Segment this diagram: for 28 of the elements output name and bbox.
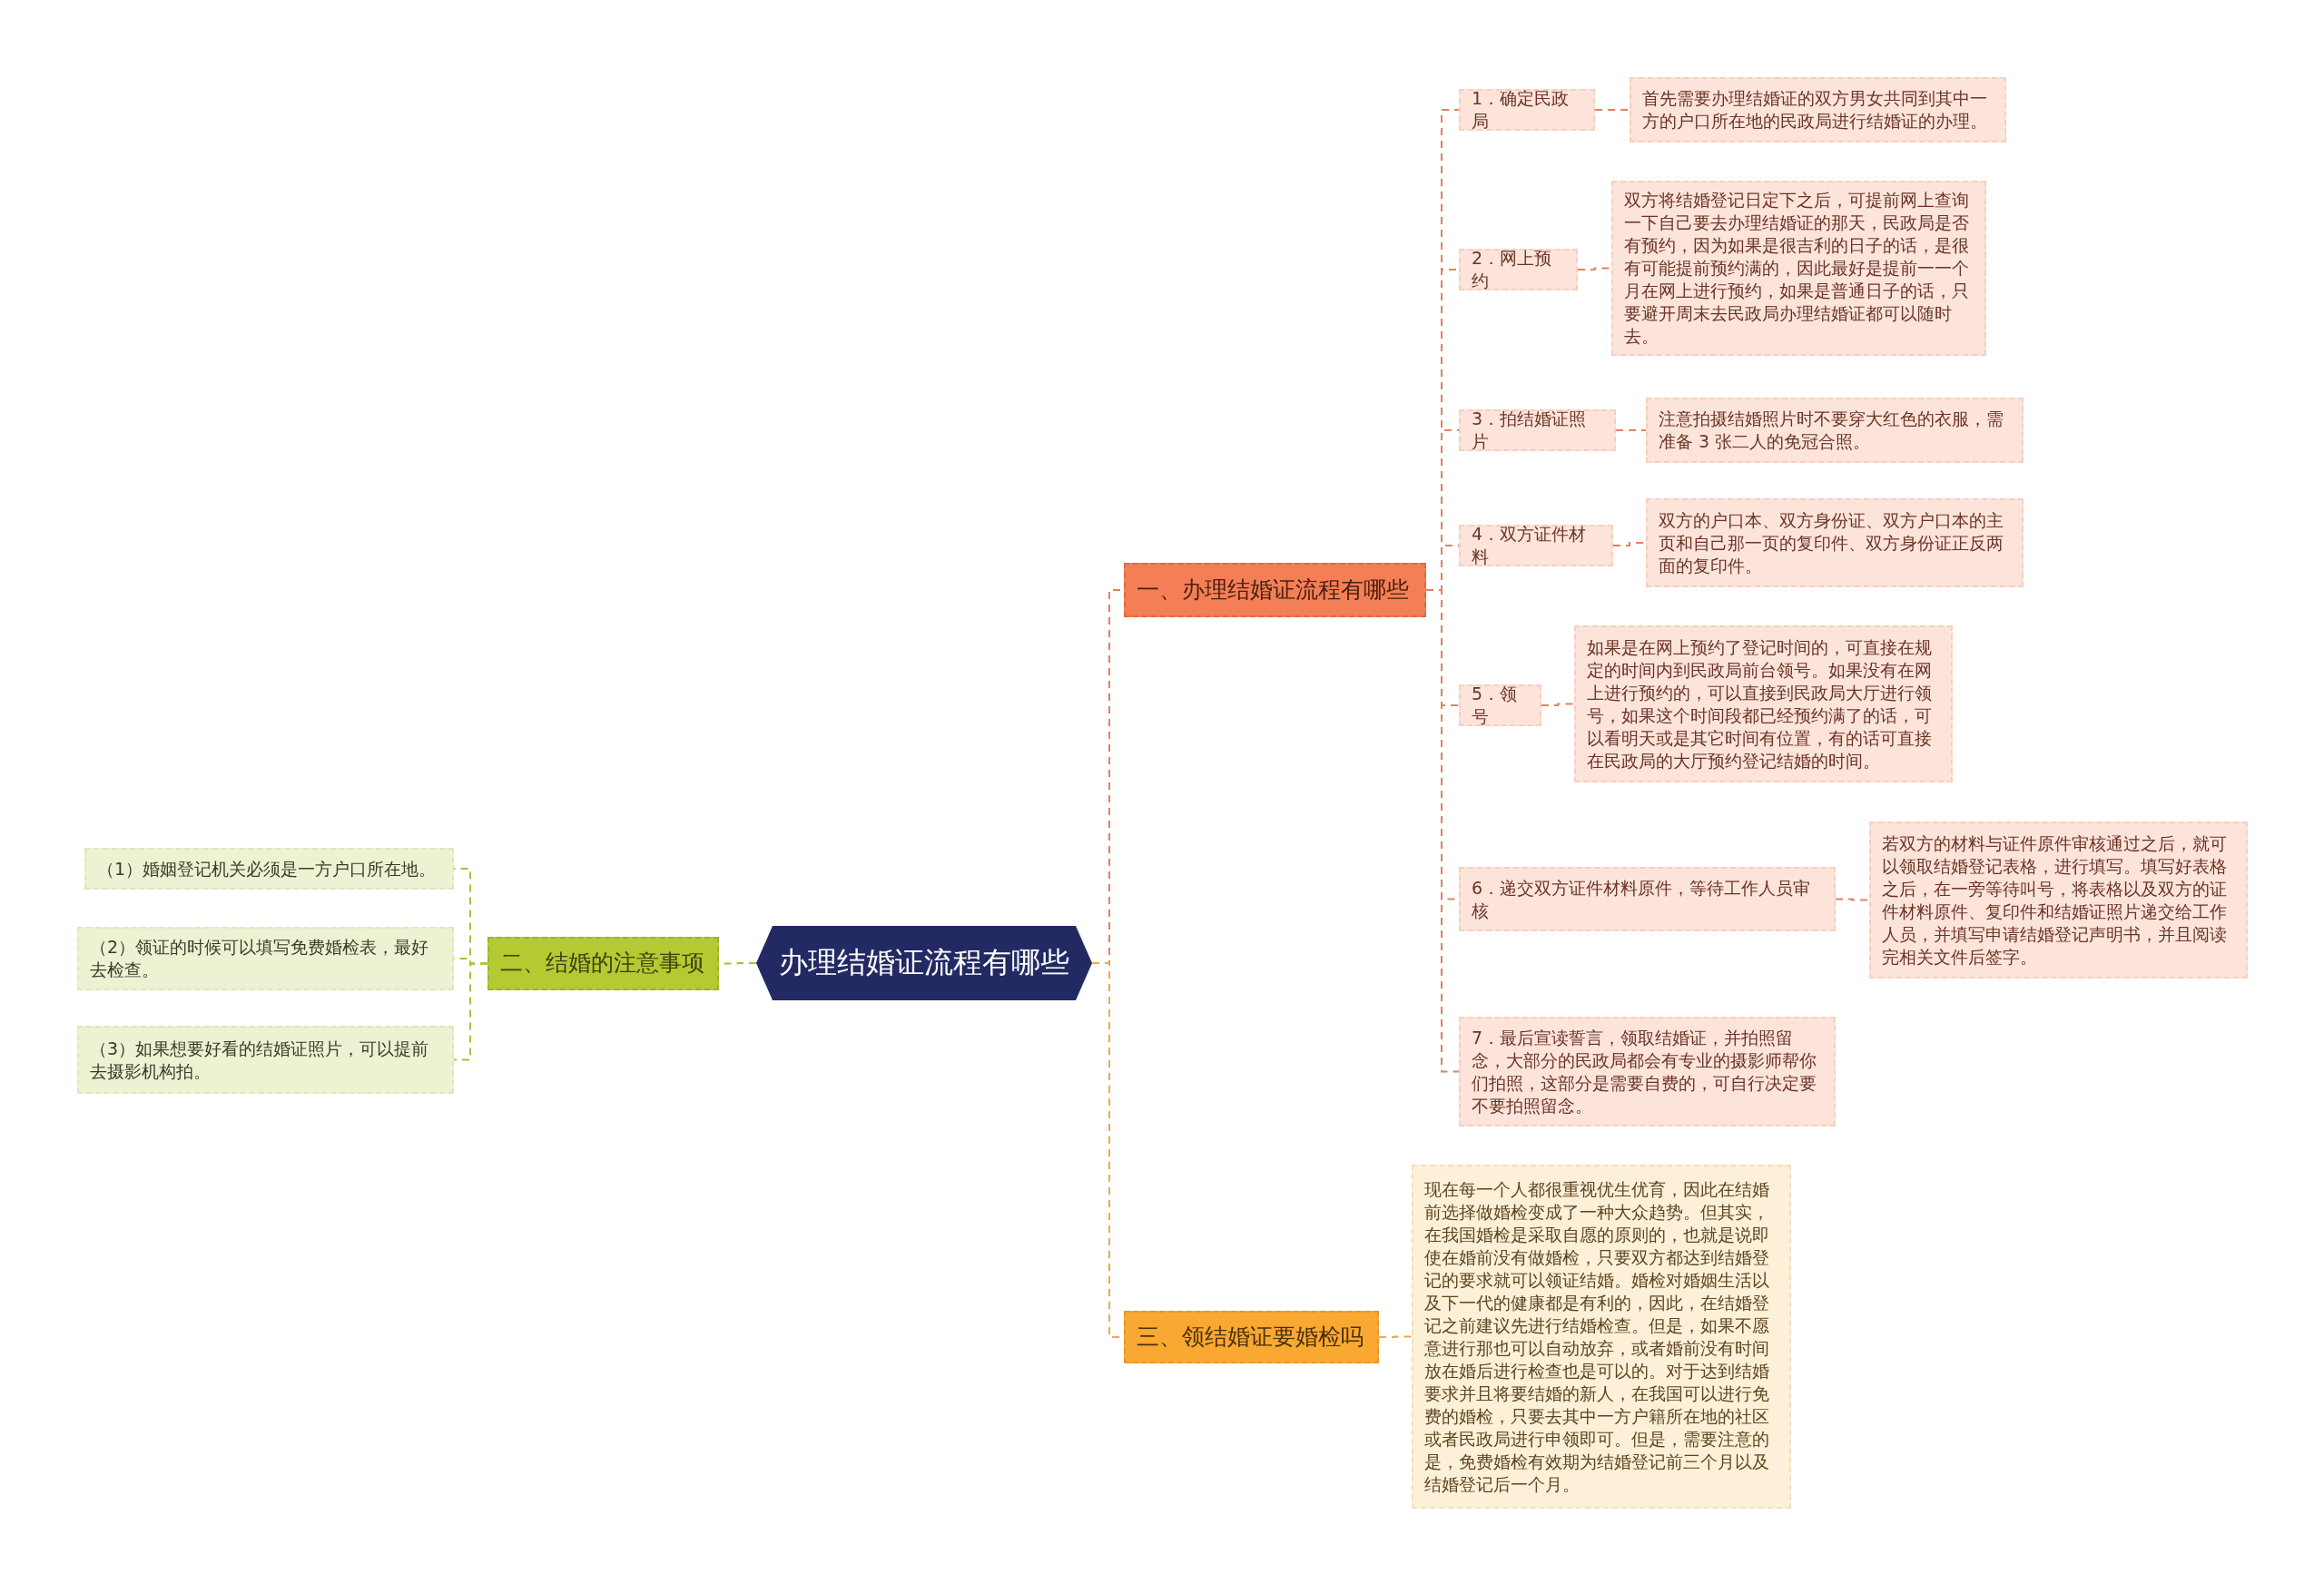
detail-box: 双方将结婚登记日定下之后，可提前网上查询一下自己要去办理结婚证的那天，民政局是否有预约，因为如果是很吉利的日子的话，是很有可能提前预约满的，因此最好是提前一一个月在网上进行预约，如果是普通日子的话，只要避开周末去民政局办理结婚证都可以随时去。 [1611, 181, 1986, 356]
note-box: （3）如果想要好看的结婚证照片，可以提前去摄影机构拍。 [77, 1026, 454, 1094]
detail-box: 双方的户口本、双方身份证、双方户口本的主页和自己那一页的复印件、双方身份证正反两面的复印件。 [1646, 498, 2024, 587]
note-box: （2）领证的时候可以填写免费婚检表，最好去检查。 [77, 927, 454, 990]
step-box: 2．网上预约 [1459, 249, 1578, 290]
detail-box: 现在每一个人都很重视优生优育，因此在结婚前选择做婚检变成了一种大众趋势。但其实，在我国婚检是采取自愿的原则的，也就是说即使在婚前没有做婚检，只要双方都达到结婚登记的要求就可以领证结婚。婚检对婚姻生活以及下一代的健康都是有利的，因此，在结婚登记之前建议先进行结婚检查。但是，如果不愿意进行那也可以自动放弃，或者婚前没有时间放在婚后进行检查也是可以的。对于达到结婚要求并且将要结婚的新人，在我国可以进行免费的婚检，只要去其中一方户籍所在地的社区或者民政局进行申领即可。但是，需要注意的是，免费婚检有效期为结婚登记前三个月以及结婚登记后一个月。 [1412, 1165, 1791, 1509]
connector-line [453, 962, 488, 1061]
central-topic-text: 办理结婚证流程有哪些 [779, 944, 1069, 982]
step-box: 4．双方证件材料 [1459, 525, 1613, 566]
note-box: （1）婚姻登记机关必须是一方户口所在地。 [84, 848, 454, 890]
step-box: 7．最后宣读誓言，领取结婚证，并拍照留念，大部分的民政局都会有专业的摄影师帮你们拍照，这部分是需要自费的，可自行决定要不要拍照留念。 [1459, 1017, 1836, 1127]
detail-box: 如果是在网上预约了登记时间的，可直接在规定的时间内到民政局前台领号。如果没有在网上进行预约的，可以直接到民政局大厅进行领号，如果这个时间段都已经预约满了的话，可以看明天或是其它时间有位置，有的话可直接在民政局的大厅预约登记结婚的时间。 [1574, 625, 1953, 782]
connector-line [1577, 267, 1612, 271]
detail-box: 首先需要办理结婚证的双方男女共同到其中一方的户口所在地的民政局进行结婚证的办理。 [1630, 77, 2006, 143]
branch-box: 一、办理结婚证流程有哪些 [1124, 563, 1426, 617]
branch-box: 三、领结婚证要婚检吗 [1124, 1311, 1379, 1363]
connector-line [1835, 898, 1870, 901]
branch-box: 二、结婚的注意事项 [487, 937, 719, 990]
connector-line [1594, 109, 1630, 111]
step-box: 1．确定民政局 [1459, 89, 1595, 131]
connector-line [1378, 1335, 1413, 1338]
connector-line [1541, 703, 1575, 706]
step-box: 5．领号 [1459, 684, 1541, 726]
step-box: 3．拍结婚证照片 [1459, 409, 1616, 451]
connector-line [1615, 429, 1647, 431]
detail-box: 注意拍摄结婚照片时不要穿大红色的衣服，需准备 3 张二人的免冠合照。 [1646, 398, 2024, 463]
step-box: 6．递交双方证件材料原件，等待工作人员审核 [1459, 867, 1836, 931]
detail-box: 若双方的材料与证件原件审核通过之后，就可以领取结婚登记表格，进行填写。填写好表格之后，在一旁等待叫号，将表格以及双方的证件材料原件、复印件和结婚证照片递交给工作人员，并填写申请结婚登记声明书，并且阅读完相关文件后签字。 [1869, 822, 2248, 979]
